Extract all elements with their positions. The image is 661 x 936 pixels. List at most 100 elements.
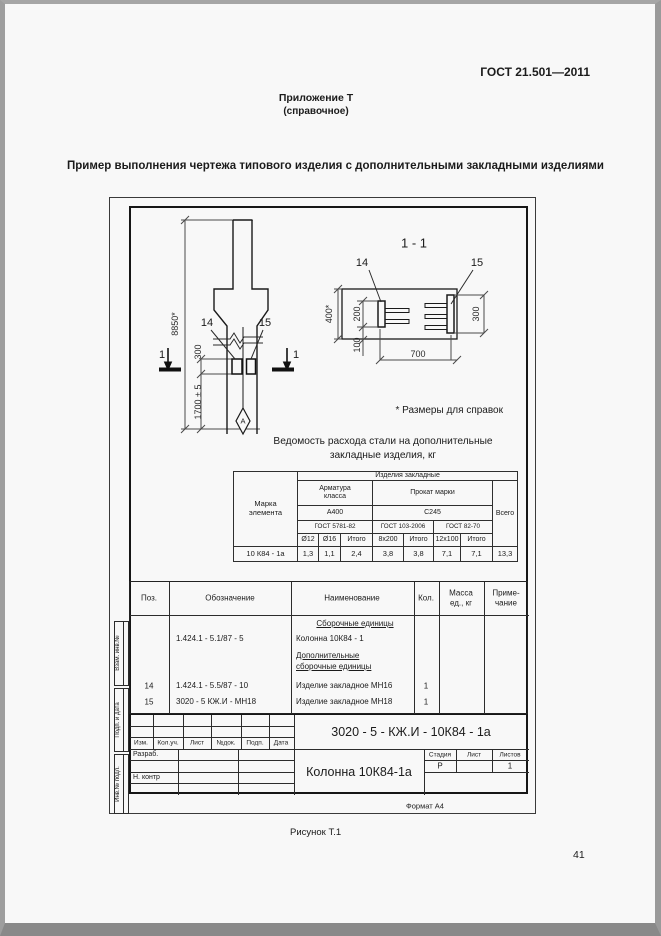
steel-value-1: 1,1 xyxy=(318,546,341,563)
spec-header-qty: Кол. xyxy=(418,593,434,603)
spec-header-pos: Поз. xyxy=(141,593,157,603)
steel-gost-wire: ГОСТ 82-70 xyxy=(433,520,493,535)
tb-line xyxy=(130,726,294,727)
spec-header-line xyxy=(130,615,529,616)
margin-cell-vzam xyxy=(114,621,129,686)
spec-item1-designation: 1.424.1 - 5.1/87 - 5 xyxy=(176,634,244,643)
tb-change-col-data: Дата xyxy=(273,739,289,747)
elevation-callout-14: 14 xyxy=(200,317,214,329)
steel-row-mark: 10 К84 - 1а xyxy=(233,546,298,563)
steel-value-3: 3,8 xyxy=(372,546,404,563)
spec-header-note: Приме- чание xyxy=(492,588,520,607)
spec-col-line xyxy=(414,582,415,715)
steel-size-2: Итого xyxy=(340,533,373,548)
steel-value-6: 7,1 xyxy=(460,546,493,563)
drawing-linework xyxy=(159,215,489,436)
steel-value-4: 3,8 xyxy=(403,546,434,563)
margin-cell-divider xyxy=(123,689,124,751)
tb-line xyxy=(130,737,294,738)
tb-line xyxy=(153,715,154,749)
spec-group-assemblies: Сборочные единицы xyxy=(316,619,394,628)
steel-value-5: 7,1 xyxy=(433,546,461,563)
spec-col-line xyxy=(484,582,485,715)
break-symbol xyxy=(213,332,263,350)
steel-size-4: Итого xyxy=(403,533,434,548)
tb-line xyxy=(130,772,294,773)
dim-section-offset: 100 xyxy=(352,337,362,353)
steel-size-6: Итого xyxy=(460,533,493,548)
margin-cell-divider xyxy=(123,622,124,685)
margin-cell-inv xyxy=(114,754,129,814)
tb-line xyxy=(178,749,179,795)
tb-line xyxy=(424,772,529,773)
elevation-callout-leaders xyxy=(210,329,264,360)
steel-consumption-table: Марка элемента Изделия закладные Арматур… xyxy=(233,470,519,563)
tb-sheet-col: Лист xyxy=(466,751,482,759)
steel-size-5: 12x100 xyxy=(433,533,461,548)
dim-elevation-plate: 300 xyxy=(193,344,203,360)
tb-line xyxy=(241,715,242,749)
steel-value-0: 1,3 xyxy=(297,546,319,563)
tb-line xyxy=(424,760,529,761)
steel-value-2: 2,4 xyxy=(340,546,373,563)
tb-change-col-list: Лист xyxy=(189,739,205,747)
page-number: 41 xyxy=(573,849,585,861)
spec-item1-name: Колонна 10К84 - 1 xyxy=(296,634,364,643)
tb-product-name: Колонна 10К84-1а xyxy=(306,765,412,779)
tb-sheets-col: Листов xyxy=(499,751,521,759)
appendix-label: Приложение Т xyxy=(278,92,354,104)
section-cut-marks xyxy=(159,348,294,372)
tb-line xyxy=(130,760,294,761)
steel-size-1: Ø16 xyxy=(318,533,341,548)
specification-table: Поз. Обозначение Наименование Кол. Масса… xyxy=(129,581,529,715)
elevation-callout-15: 15 xyxy=(258,317,272,329)
grade-diamond xyxy=(235,406,251,436)
spec-col-line xyxy=(169,582,170,715)
embedded-plates-elevation xyxy=(231,358,257,375)
steel-group-embedded: Изделия закладные xyxy=(296,470,519,482)
spec-header-name: Наименование xyxy=(324,593,380,603)
dim-section-plate-big: 300 xyxy=(471,306,481,322)
tb-designation: 3020 - 5 - КЖ.И - 10К84 - 1а xyxy=(331,725,491,739)
section-callout-leaders xyxy=(368,269,474,305)
margin-label-vzam: Взам. инв.№ xyxy=(115,635,121,671)
sheet-outer-frame xyxy=(109,197,536,814)
spec-item2-designation: 1.424.1 - 5.5/87 - 10 xyxy=(176,681,249,690)
tb-line xyxy=(211,715,212,749)
steel-gost-rebar: ГОСТ 5781-82 xyxy=(297,520,373,535)
dim-section-width: 700 xyxy=(410,349,426,359)
dim-section-plate-small: 200 xyxy=(352,306,362,322)
spec-item3-pos: 15 xyxy=(144,697,154,707)
spec-item3-name: Изделие закладное МН18 xyxy=(296,697,393,706)
tb-role-developed: Разраб. xyxy=(133,751,159,758)
margin-cell-podp xyxy=(114,688,129,752)
tb-line xyxy=(130,749,529,751)
section-mark-label-left: 1 xyxy=(158,349,166,361)
grade-mark-letter: А xyxy=(240,416,246,426)
section-dim-lines xyxy=(333,284,489,365)
steel-col-total: Всего xyxy=(491,480,519,548)
spec-col-line xyxy=(291,582,292,715)
steel-table-title: Ведомость расхода стали на дополнительны… xyxy=(273,436,493,461)
tb-line xyxy=(238,749,239,795)
steel-rebar-class: А400 xyxy=(297,505,373,522)
tb-change-col-podp: Подп. xyxy=(246,739,264,747)
tb-sheets-total-value: 1 xyxy=(507,761,513,771)
dim-section-depth: 400* xyxy=(324,304,334,324)
steel-grade: С245 xyxy=(372,505,493,522)
dim-elevation-bottom: 1700 ± 5 xyxy=(193,384,203,420)
tb-change-col-dok: №док. xyxy=(216,739,236,747)
spec-item2-name: Изделие закладное МН16 xyxy=(296,681,393,690)
format-note: Формат А4 xyxy=(406,801,444,811)
tb-line xyxy=(294,715,296,795)
margin-label-inv: Инв.№ подл. xyxy=(115,766,121,802)
reference-dimensions-note: * Размеры для справок xyxy=(395,405,503,416)
appendix-type: (справочное) xyxy=(283,106,349,117)
spec-item2-pos: 14 xyxy=(144,681,154,691)
spec-item3-qty: 1 xyxy=(423,697,429,707)
steel-group-rebar: Арматура класса xyxy=(297,480,373,507)
section-mark-label-right: 1 xyxy=(292,349,300,361)
steel-col-mark: Марка элемента xyxy=(233,470,298,548)
tb-line xyxy=(269,715,270,749)
